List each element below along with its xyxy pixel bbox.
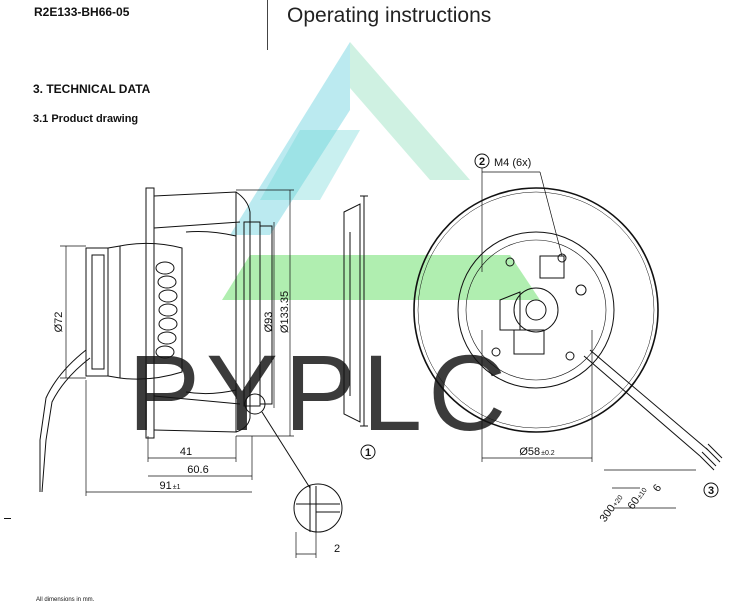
model-number: R2E133-BH66-05 [34,5,130,19]
dim-d58: Ø58±0.2 [519,446,554,458]
dim-41: 41 [180,446,192,458]
dim-d133: Ø133.35 [279,291,291,333]
subsection-heading: 3.1 Product drawing [33,113,139,125]
detail-view [293,483,343,558]
callout-3: 3 [708,485,714,497]
callout-2: 2 [479,156,485,168]
page-title: Operating instructions [287,4,492,27]
dim-91: 91±1 [160,480,181,492]
dim-d93: Ø93 [263,312,275,333]
watermark-text: PYPLC [128,332,512,453]
section-heading: 3. TECHNICAL DATA [33,82,151,96]
side-view [39,187,368,493]
footer-note: All dimensions in mm. [36,597,95,603]
callout-1: 1 [365,447,371,459]
dim-60-6: 60.6 [187,464,208,476]
front-view [413,187,723,471]
side-dimensions [60,189,294,496]
watermark-logo [222,42,540,300]
header-divider [267,0,268,50]
dim-gap-2: 2 [334,543,340,555]
dim-cable-6: 6 [651,482,664,494]
front-dimensions [481,168,696,509]
dim-m4: M4 (6x) [494,157,531,169]
callouts [360,153,719,498]
margin-dash [4,518,11,519]
dim-d72: Ø72 [53,312,65,333]
